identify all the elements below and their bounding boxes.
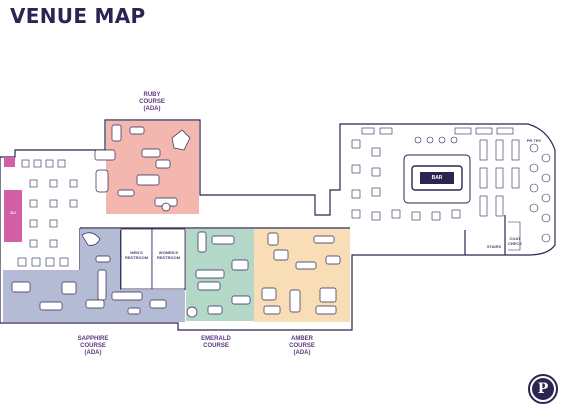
emerald-course-word: COURSE (203, 343, 229, 349)
sapphire-course-ada: (ADA) (84, 350, 102, 356)
emerald-course-name: EMERALD (201, 336, 231, 342)
amber-course-word: COURSE (289, 343, 315, 349)
office-label: PR TRY (526, 138, 542, 143)
sapphire-course-name: SAPPHIRE (77, 336, 109, 342)
logo-letter: P (532, 378, 554, 400)
amber-course-ada: (ADA) (293, 350, 311, 356)
ruby-course-name: RUBY (143, 92, 161, 98)
emerald-course-label: EMERALD COURSE (194, 336, 238, 350)
bar-area (403, 154, 471, 204)
left-seating (17, 159, 78, 267)
amber-course-label: AMBER COURSE (ADA) (280, 336, 324, 357)
mens-restroom-label: MEN'S RESTROOM (124, 250, 149, 260)
sapphire-course-word: COURSE (80, 343, 106, 349)
stairs-icon (508, 221, 521, 251)
stairs-label: STAIRS (486, 244, 502, 249)
ruby-course-word: COURSE (139, 99, 165, 105)
page-title: VENUE MAP (10, 4, 146, 28)
bar-seating (351, 127, 520, 221)
womens-restroom (151, 228, 186, 290)
stairs-top-left (4, 157, 15, 167)
ruby-course-label: RUBY COURSE (ADA) (134, 92, 170, 113)
dj-label: DJ (10, 210, 16, 215)
building-outline (0, 119, 556, 331)
bar-label: BAR (431, 175, 443, 181)
venue-logo: P (528, 374, 558, 404)
ruby-course-ada: (ADA) (143, 106, 161, 112)
mens-restroom (120, 228, 153, 290)
sapphire-course-label: SAPPHIRE COURSE (ADA) (70, 336, 116, 357)
round-tables (414, 136, 551, 243)
coat-check-label: COAT CHECK (507, 236, 523, 246)
amber-course-name: AMBER (291, 336, 313, 342)
stairs-left (4, 190, 22, 242)
womens-restroom-label: WOMEN'S RESTROOM (156, 250, 181, 260)
